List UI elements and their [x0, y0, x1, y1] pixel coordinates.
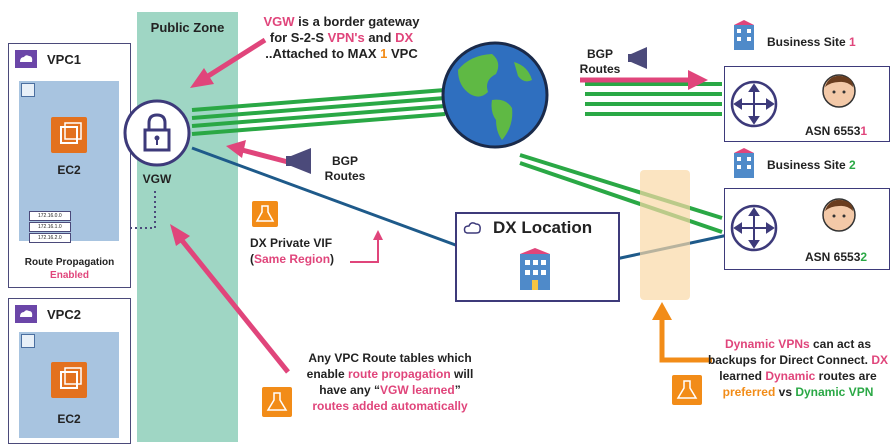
dx-location-label: DX Location [493, 218, 593, 237]
site2-building-icon [732, 148, 756, 178]
dynamic-vpn-note: Dynamic VPNs can act as backups for Dire… [707, 337, 889, 399]
person-icon [822, 74, 856, 108]
green-site2-1 [519, 153, 723, 220]
person-icon [822, 198, 856, 232]
dx-vif-label: DX Private VIF (Same Region) [250, 236, 335, 266]
vpc1-title: VPC1 [47, 52, 81, 67]
vpc-cloud-icon [15, 305, 37, 323]
public-zone-label: Public Zone [150, 20, 225, 35]
orange-arrow-head [652, 302, 672, 320]
site2-name: Business Site 2 [767, 158, 856, 172]
green-link-3 [191, 104, 446, 128]
public-zone [137, 12, 238, 442]
subnet-lock-icon [21, 334, 35, 348]
site2-box: ASN 65532 [724, 188, 890, 270]
route-table-row: 172.16.1.0 [29, 222, 71, 232]
site1-box: ASN 65531 [724, 66, 890, 142]
pink-arrow-bgp [241, 147, 289, 165]
router-icon [730, 204, 778, 252]
route-table-row: 172.16.2.0 [29, 233, 71, 243]
site1-name: Business Site 1 [767, 35, 856, 49]
orange-arrow [659, 318, 712, 363]
ec2-icon[interactable] [51, 117, 87, 153]
megaphone-icon [627, 44, 655, 72]
dynamic-flask-icon [672, 375, 702, 405]
route-table-row: 172.16.0.0 [29, 211, 71, 221]
route-propagation-label: Route Propagation [24, 257, 115, 268]
subnet-lock-icon [21, 83, 35, 97]
route-table[interactable]: 172.16.0.0 172.16.1.0 172.16.2.0 [29, 211, 71, 243]
vpc2: VPC2 EC2 [8, 298, 131, 444]
green-link-2 [191, 96, 446, 120]
vgw-lock-icon[interactable] [122, 98, 192, 168]
ec2-icon[interactable] [51, 362, 87, 398]
vpc-cloud-icon [15, 50, 37, 68]
vif-flask-icon [252, 201, 278, 227]
vpc1: VPC1 EC2 172.16.0.0 172.16.1.0 172.16.2.… [8, 43, 131, 288]
internet-globe-icon [440, 40, 550, 150]
site1-asn: ASN 65531 [805, 124, 868, 138]
green-link-4 [191, 112, 446, 136]
green-link-1 [191, 88, 446, 112]
dx-cloud-icon [463, 222, 481, 234]
site2-asn: ASN 65532 [805, 250, 868, 264]
pink-arrow-vif [350, 238, 379, 263]
vgw-note: VGW is a border gateway for S-2-S VPN's … [263, 14, 420, 61]
vpc1-ec2-label: EC2 [57, 163, 81, 177]
dx-location-box: DX Location [455, 212, 620, 302]
route-propagation-status: Enabled [50, 270, 89, 281]
note-flask-icon [262, 387, 292, 417]
pink-arrow-vgw-note [203, 37, 267, 81]
pink-arrow-route-tables [178, 236, 290, 374]
route-tables-note: Any VPC Route tables which enable route … [306, 351, 474, 413]
vpc2-subnet: EC2 [19, 332, 119, 438]
backup-highlight [640, 170, 690, 300]
vpc2-ec2-label: EC2 [57, 412, 81, 426]
site1-building-icon [732, 20, 756, 50]
megaphone-icon [285, 144, 319, 178]
building-icon [517, 248, 553, 290]
router-icon [730, 80, 778, 128]
vgw-label: VGW [142, 172, 172, 186]
vpc2-title: VPC2 [47, 307, 81, 322]
